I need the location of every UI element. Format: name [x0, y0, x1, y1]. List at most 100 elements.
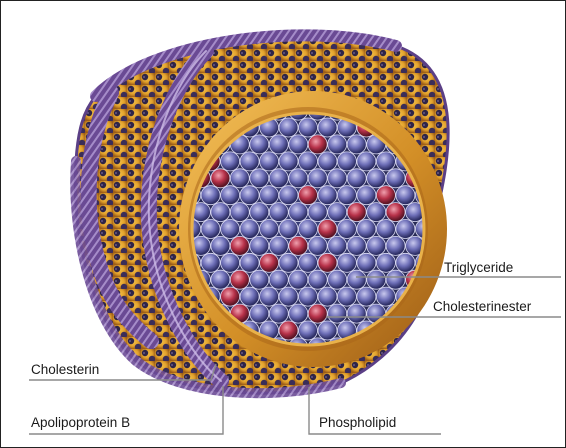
- triglyceride-droplet: [240, 186, 259, 205]
- triglyceride-droplet: [337, 253, 356, 272]
- triglyceride-droplet: [289, 169, 308, 188]
- triglyceride-droplet: [328, 135, 347, 154]
- triglyceride-droplet: [230, 203, 249, 222]
- triglyceride-droplet: [396, 186, 415, 205]
- triglyceride-droplet: [201, 186, 220, 205]
- triglyceride-droplet: [357, 253, 376, 272]
- triglyceride-droplet: [260, 186, 279, 205]
- triglyceride-droplet: [269, 236, 288, 255]
- triglyceride-droplet: [250, 304, 269, 323]
- triglyceride-droplet: [386, 169, 405, 188]
- cholesterinester-droplet: [308, 135, 327, 154]
- triglyceride-droplet: [269, 169, 288, 188]
- triglyceride-droplet: [299, 118, 318, 137]
- cholesterinester-droplet: [318, 253, 337, 272]
- label-cholesterin: Cholesterin: [31, 362, 99, 377]
- triglyceride-droplet: [376, 253, 395, 272]
- triglyceride-droplet: [308, 236, 327, 255]
- triglyceride-droplet: [269, 135, 288, 154]
- triglyceride-droplet: [328, 203, 347, 222]
- triglyceride-droplet: [328, 169, 347, 188]
- triglyceride-droplet: [221, 186, 240, 205]
- triglyceride-droplet: [279, 186, 298, 205]
- triglyceride-droplet: [318, 118, 337, 137]
- triglyceride-droplet: [308, 169, 327, 188]
- triglyceride-droplet: [240, 152, 259, 171]
- triglyceride-droplet: [201, 253, 220, 272]
- label-cholesterinester: Cholesterinester: [433, 299, 531, 314]
- triglyceride-droplet: [260, 287, 279, 306]
- triglyceride-droplet: [289, 270, 308, 289]
- triglyceride-droplet: [240, 220, 259, 239]
- triglyceride-droplet: [279, 287, 298, 306]
- triglyceride-droplet: [367, 270, 386, 289]
- triglyceride-droplet: [269, 203, 288, 222]
- label-triglyceride: Triglyceride: [444, 260, 513, 275]
- triglyceride-droplet: [308, 270, 327, 289]
- triglyceride-droplet: [367, 236, 386, 255]
- triglyceride-droplet: [347, 304, 366, 323]
- triglyceride-droplet: [396, 253, 415, 272]
- triglyceride-droplet: [260, 220, 279, 239]
- triglyceride-droplet: [299, 321, 318, 340]
- triglyceride-droplet: [318, 321, 337, 340]
- triglyceride-droplet: [337, 220, 356, 239]
- triglyceride-droplet: [269, 270, 288, 289]
- triglyceride-droplet: [240, 287, 259, 306]
- triglyceride-droplet: [299, 253, 318, 272]
- cholesterinester-droplet: [230, 236, 249, 255]
- triglyceride-droplet: [328, 304, 347, 323]
- triglyceride-droplet: [386, 236, 405, 255]
- triglyceride-droplet: [221, 253, 240, 272]
- triglyceride-droplet: [279, 118, 298, 137]
- triglyceride-droplet: [221, 152, 240, 171]
- triglyceride-droplet: [357, 186, 376, 205]
- triglyceride-droplet: [279, 152, 298, 171]
- triglyceride-droplet: [250, 270, 269, 289]
- label-apolipoprotein-b: Apolipoprotein B: [31, 415, 130, 430]
- triglyceride-droplet: [367, 203, 386, 222]
- triglyceride-droplet: [308, 203, 327, 222]
- triglyceride-droplet: [347, 270, 366, 289]
- triglyceride-droplet: [299, 220, 318, 239]
- triglyceride-droplet: [367, 169, 386, 188]
- triglyceride-droplet: [376, 152, 395, 171]
- triglyceride-droplet: [337, 287, 356, 306]
- triglyceride-droplet: [318, 287, 337, 306]
- triglyceride-droplet: [250, 169, 269, 188]
- cholesterinester-droplet: [279, 321, 298, 340]
- triglyceride-droplet: [240, 253, 259, 272]
- label-phospholipid: Phospholipid: [319, 415, 396, 430]
- triglyceride-droplet: [347, 169, 366, 188]
- triglyceride-droplet: [347, 236, 366, 255]
- triglyceride-droplet: [357, 152, 376, 171]
- triglyceride-droplet: [299, 287, 318, 306]
- cholesterinester-droplet: [318, 220, 337, 239]
- triglyceride-droplet: [211, 236, 230, 255]
- triglyceride-droplet: [289, 203, 308, 222]
- cholesterinester-droplet: [376, 186, 395, 205]
- triglyceride-droplet: [347, 135, 366, 154]
- triglyceride-droplet: [279, 253, 298, 272]
- cholesterinester-droplet: [386, 203, 405, 222]
- triglyceride-droplet: [376, 287, 395, 306]
- triglyceride-droplet: [269, 304, 288, 323]
- triglyceride-droplet: [279, 220, 298, 239]
- triglyceride-droplet: [396, 220, 415, 239]
- triglyceride-droplet: [357, 287, 376, 306]
- triglyceride-droplet: [221, 220, 240, 239]
- triglyceride-droplet: [386, 270, 405, 289]
- triglyceride-droplet: [260, 152, 279, 171]
- triglyceride-droplet: [357, 220, 376, 239]
- cholesterinester-droplet: [289, 236, 308, 255]
- cholesterinester-droplet: [221, 287, 240, 306]
- triglyceride-droplet: [299, 152, 318, 171]
- triglyceride-droplet: [250, 236, 269, 255]
- cholesterinester-droplet: [260, 253, 279, 272]
- triglyceride-droplet: [337, 186, 356, 205]
- triglyceride-droplet: [376, 220, 395, 239]
- cholesterinester-droplet: [299, 186, 318, 205]
- cholesterinester-droplet: [347, 203, 366, 222]
